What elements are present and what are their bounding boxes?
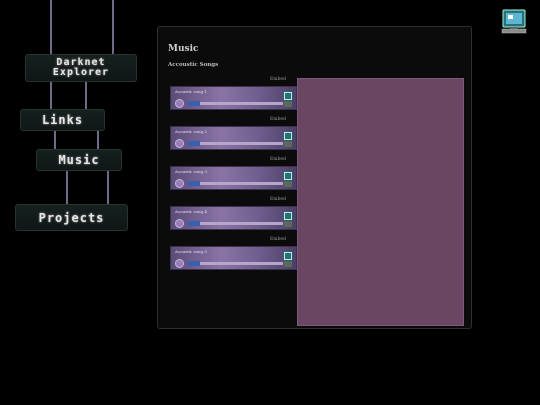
music-window: Music Accoustic Songs Embed Acoustic son… <box>157 26 472 329</box>
artist-avatar <box>175 139 184 148</box>
nav-music[interactable]: Music <box>36 149 122 171</box>
nav-label: Darknet <box>56 57 106 68</box>
nav-label: Explorer <box>52 67 110 78</box>
wire <box>107 171 109 204</box>
computer-icon[interactable] <box>500 8 528 36</box>
embed-link[interactable]: Embed <box>270 197 286 202</box>
nav-projects[interactable]: Projects <box>15 204 128 231</box>
section-subtitle: Accoustic Songs <box>168 62 219 68</box>
player-title: Acoustic song 3 <box>175 169 207 174</box>
volume-icon[interactable] <box>284 261 292 267</box>
progress-fill <box>188 141 200 146</box>
embed-link[interactable]: Embed <box>270 237 286 242</box>
wire <box>97 131 99 149</box>
play-icon[interactable] <box>284 172 292 180</box>
progress-fill <box>188 181 200 186</box>
play-icon[interactable] <box>284 212 292 220</box>
volume-icon[interactable] <box>284 221 292 227</box>
volume-icon[interactable] <box>284 141 292 147</box>
nav-darknet-explorer[interactable]: Darknet Explorer <box>25 54 137 82</box>
nav-label: Music <box>58 153 100 167</box>
window-title: Music <box>168 44 199 54</box>
player-title: Acoustic song 2 <box>175 129 207 134</box>
progress-fill <box>188 221 200 226</box>
artist-avatar <box>175 179 184 188</box>
player-title: Acoustic song 5 <box>175 249 207 254</box>
progress-fill <box>188 261 200 266</box>
wire <box>66 171 68 204</box>
audio-player[interactable]: Acoustic song 1 <box>170 86 297 110</box>
artist-avatar <box>175 219 184 228</box>
embed-link[interactable]: Embed <box>270 77 286 82</box>
player-title: Acoustic song 4 <box>175 209 207 214</box>
audio-player[interactable]: Acoustic song 5 <box>170 246 297 270</box>
progress-track[interactable] <box>188 182 283 185</box>
progress-track[interactable] <box>188 222 283 225</box>
audio-player[interactable]: Acoustic song 4 <box>170 206 297 230</box>
embed-link[interactable]: Embed <box>270 157 286 162</box>
progress-track[interactable] <box>188 262 283 265</box>
volume-icon[interactable] <box>284 181 292 187</box>
progress-track[interactable] <box>188 142 283 145</box>
content-panel <box>297 78 464 326</box>
wire <box>54 131 56 149</box>
nav-label: Links <box>41 113 84 127</box>
play-icon[interactable] <box>284 92 292 100</box>
artist-avatar <box>175 259 184 268</box>
embed-link[interactable]: Embed <box>270 117 286 122</box>
wire <box>50 0 52 54</box>
play-icon[interactable] <box>284 132 292 140</box>
wire <box>112 0 114 54</box>
nav-label: Projects <box>38 210 105 225</box>
nav-links[interactable]: Links <box>20 109 105 131</box>
progress-track[interactable] <box>188 102 283 105</box>
wire <box>50 82 52 109</box>
wire <box>85 82 87 109</box>
audio-player[interactable]: Acoustic song 2 <box>170 126 297 150</box>
player-title: Acoustic song 1 <box>175 89 207 94</box>
volume-icon[interactable] <box>284 101 292 107</box>
audio-player[interactable]: Acoustic song 3 <box>170 166 297 190</box>
play-icon[interactable] <box>284 252 292 260</box>
artist-avatar <box>175 99 184 108</box>
progress-fill <box>188 101 200 106</box>
